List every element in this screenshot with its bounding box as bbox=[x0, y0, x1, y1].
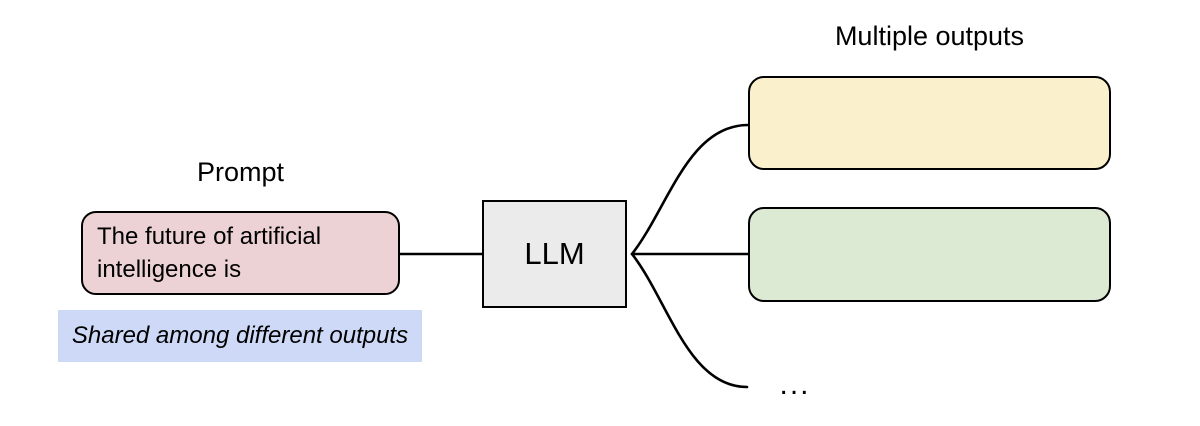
prompt-heading: Prompt bbox=[196, 157, 285, 187]
prompt-box: The future of artificial intelligence is bbox=[81, 211, 400, 295]
llm-to-output1-curve bbox=[630, 123, 750, 256]
llm-to-more-outputs-curve bbox=[630, 252, 749, 389]
output-box-2 bbox=[748, 207, 1111, 302]
shared-note-highlight: Shared among different outputs bbox=[58, 310, 422, 362]
more-outputs-ellipsis: ... bbox=[779, 368, 811, 401]
multiple-outputs-heading: Multiple outputs bbox=[834, 21, 1025, 51]
output-box-1 bbox=[748, 76, 1111, 170]
prompt-text: The future of artificial intelligence is bbox=[97, 223, 322, 283]
llm-box: LLM bbox=[482, 200, 627, 308]
